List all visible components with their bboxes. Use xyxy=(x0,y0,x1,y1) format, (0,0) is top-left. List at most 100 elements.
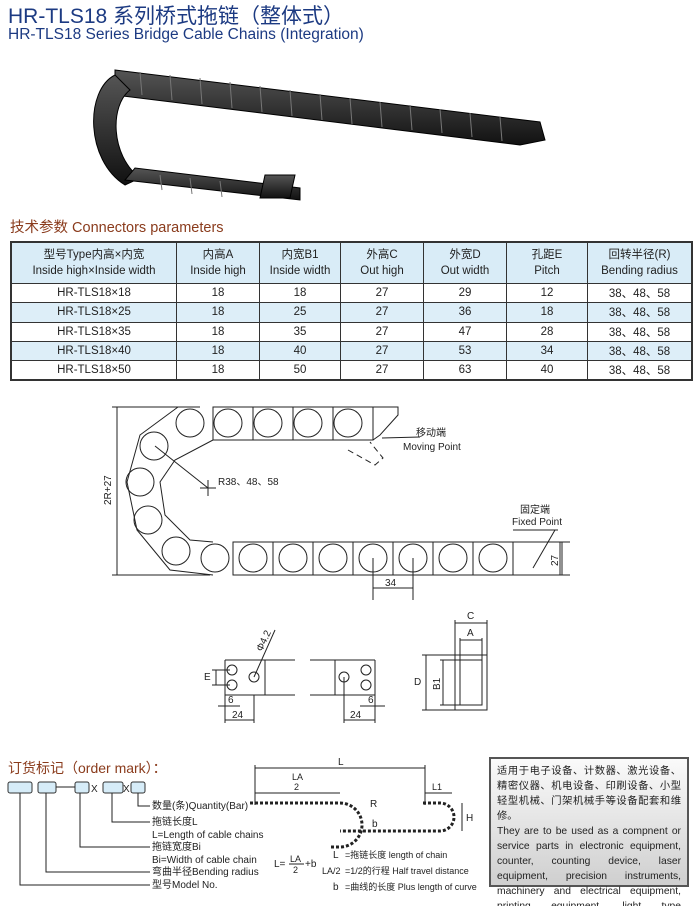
def-sym-la: LA/2 xyxy=(322,866,341,876)
moving-point-cn: 移动端 xyxy=(416,426,446,439)
hole-diameter-label: Φ4.2 xyxy=(255,628,274,653)
a-label: A xyxy=(467,628,474,639)
cell: 47 xyxy=(423,321,507,342)
formula-la-2: LA xyxy=(290,854,301,864)
order-x-sep-2: X xyxy=(123,784,130,795)
order-x-sep: X xyxy=(91,784,98,795)
order-code-boxes xyxy=(7,781,146,794)
fixed-point-en: Fixed Point xyxy=(512,517,562,528)
formula-b-label: b xyxy=(372,819,378,830)
formula-l1-label: L1 xyxy=(432,782,442,792)
cell: 38、48、58 xyxy=(587,321,693,342)
out-high-dimension-label: 27 xyxy=(550,554,561,566)
cell: 27 xyxy=(340,360,424,381)
cell: 38、48、58 xyxy=(587,340,693,362)
cell: 40 xyxy=(259,340,341,362)
product-photo xyxy=(93,69,546,201)
order-label-width-en: Bi=Width of cable chain xyxy=(152,855,257,866)
link-detail-diagram: E Φ4.2 6 24 6 24 C A D B1 xyxy=(204,611,488,723)
formula-r-label: R xyxy=(370,799,377,810)
formula-plus-b: +b xyxy=(305,859,317,870)
pitch-dimension-label: 34 xyxy=(385,578,397,589)
cell: 34 xyxy=(506,340,588,362)
b1-label: B1 xyxy=(432,677,443,690)
formula-h-label: H xyxy=(466,813,473,824)
cell: 18 xyxy=(176,302,260,323)
bend-links xyxy=(125,406,216,576)
cell: 27 xyxy=(340,302,424,323)
applications-cn: 适用于电子设备、计数器、激光设备、精密仪器、机电设备、印刷设备、小型轻型机械、门… xyxy=(497,766,681,822)
order-mark-diagram: X X 数量(条)Quantity(Bar) 拖链长度L L=Length of… xyxy=(7,757,477,893)
formula-la-label: LA xyxy=(292,772,303,782)
moving-point-en: Moving Point xyxy=(403,442,461,453)
c-label: C xyxy=(467,611,474,622)
formula-two-2: 2 xyxy=(293,865,298,875)
cell: 28 xyxy=(506,321,588,342)
order-label-length: 拖链长度L xyxy=(152,815,198,828)
order-label-model: 型号Model No. xyxy=(152,878,218,891)
cell: 36 xyxy=(423,302,507,323)
d-label: D xyxy=(414,677,421,688)
cell: 18 xyxy=(176,282,260,304)
cell: 27 xyxy=(340,282,424,304)
cell: 18 xyxy=(176,340,260,362)
bottom-links xyxy=(200,541,561,576)
cell: 38、48、58 xyxy=(587,282,693,304)
section-title: 技术参数 Connectors parameters xyxy=(10,220,224,236)
cell: 18 xyxy=(259,282,341,304)
cell: 29 xyxy=(423,282,507,304)
formula-two-label: 2 xyxy=(294,782,299,792)
cell: 27 xyxy=(340,321,424,342)
page-subtitle: HR-TLS18 Series Bridge Cable Chains (Int… xyxy=(8,26,364,43)
col-header-bending-radius: 回转半径(R)Bending radius xyxy=(587,241,693,284)
def-sym-b: b xyxy=(333,882,339,893)
order-label-radius: 弯曲半径Bending radius xyxy=(152,865,259,878)
formula-l-label: L xyxy=(338,757,344,768)
chain-side-diagram: 2R+27 R38、48、58 34 27 移动端 Moving Point 固 xyxy=(103,406,570,600)
cell: 50 xyxy=(259,360,341,381)
def-text-b: =曲线的长度 Plus length of curve xyxy=(345,881,477,892)
order-label-length-en: L=Length of cable chains xyxy=(152,830,263,841)
order-label-width: 拖链宽度Bi xyxy=(152,840,201,853)
cell: 35 xyxy=(259,321,341,342)
cell: 53 xyxy=(423,340,507,362)
cell: 63 xyxy=(423,360,507,381)
cell: 12 xyxy=(506,282,588,304)
cell: 38、48、58 xyxy=(587,302,693,323)
six-label-2: 6 xyxy=(368,695,374,706)
chain-photo-links xyxy=(93,69,546,201)
cell: 27 xyxy=(340,340,424,362)
cell: 40 xyxy=(506,360,588,381)
cell: HR-TLS18×40 xyxy=(10,340,177,362)
def-text-l: =拖链长度 length of chain xyxy=(345,849,447,860)
twentyfour-label: 24 xyxy=(232,710,244,721)
top-links xyxy=(175,406,399,466)
formula-lhs: L= xyxy=(274,859,286,870)
cell: 18 xyxy=(176,321,260,342)
cell: HR-TLS18×50 xyxy=(10,360,177,381)
applications-box: 适用于电子设备、计数器、激光设备、精密仪器、机电设备、印刷设备、小型轻型机械、门… xyxy=(489,757,689,906)
fixed-point-cn: 固定端 xyxy=(520,503,550,516)
order-mark-title: 订货标记（order mark）： xyxy=(8,760,167,776)
cell: 18 xyxy=(176,360,260,381)
height-dimension-label: 2R+27 xyxy=(103,475,114,505)
cell: 25 xyxy=(259,302,341,323)
def-sym-l: L xyxy=(333,850,339,861)
six-label: 6 xyxy=(228,695,234,706)
order-label-quantity: 数量(条)Quantity(Bar) xyxy=(152,799,248,812)
applications-en: They are to be used as a compnent or ser… xyxy=(497,826,681,906)
